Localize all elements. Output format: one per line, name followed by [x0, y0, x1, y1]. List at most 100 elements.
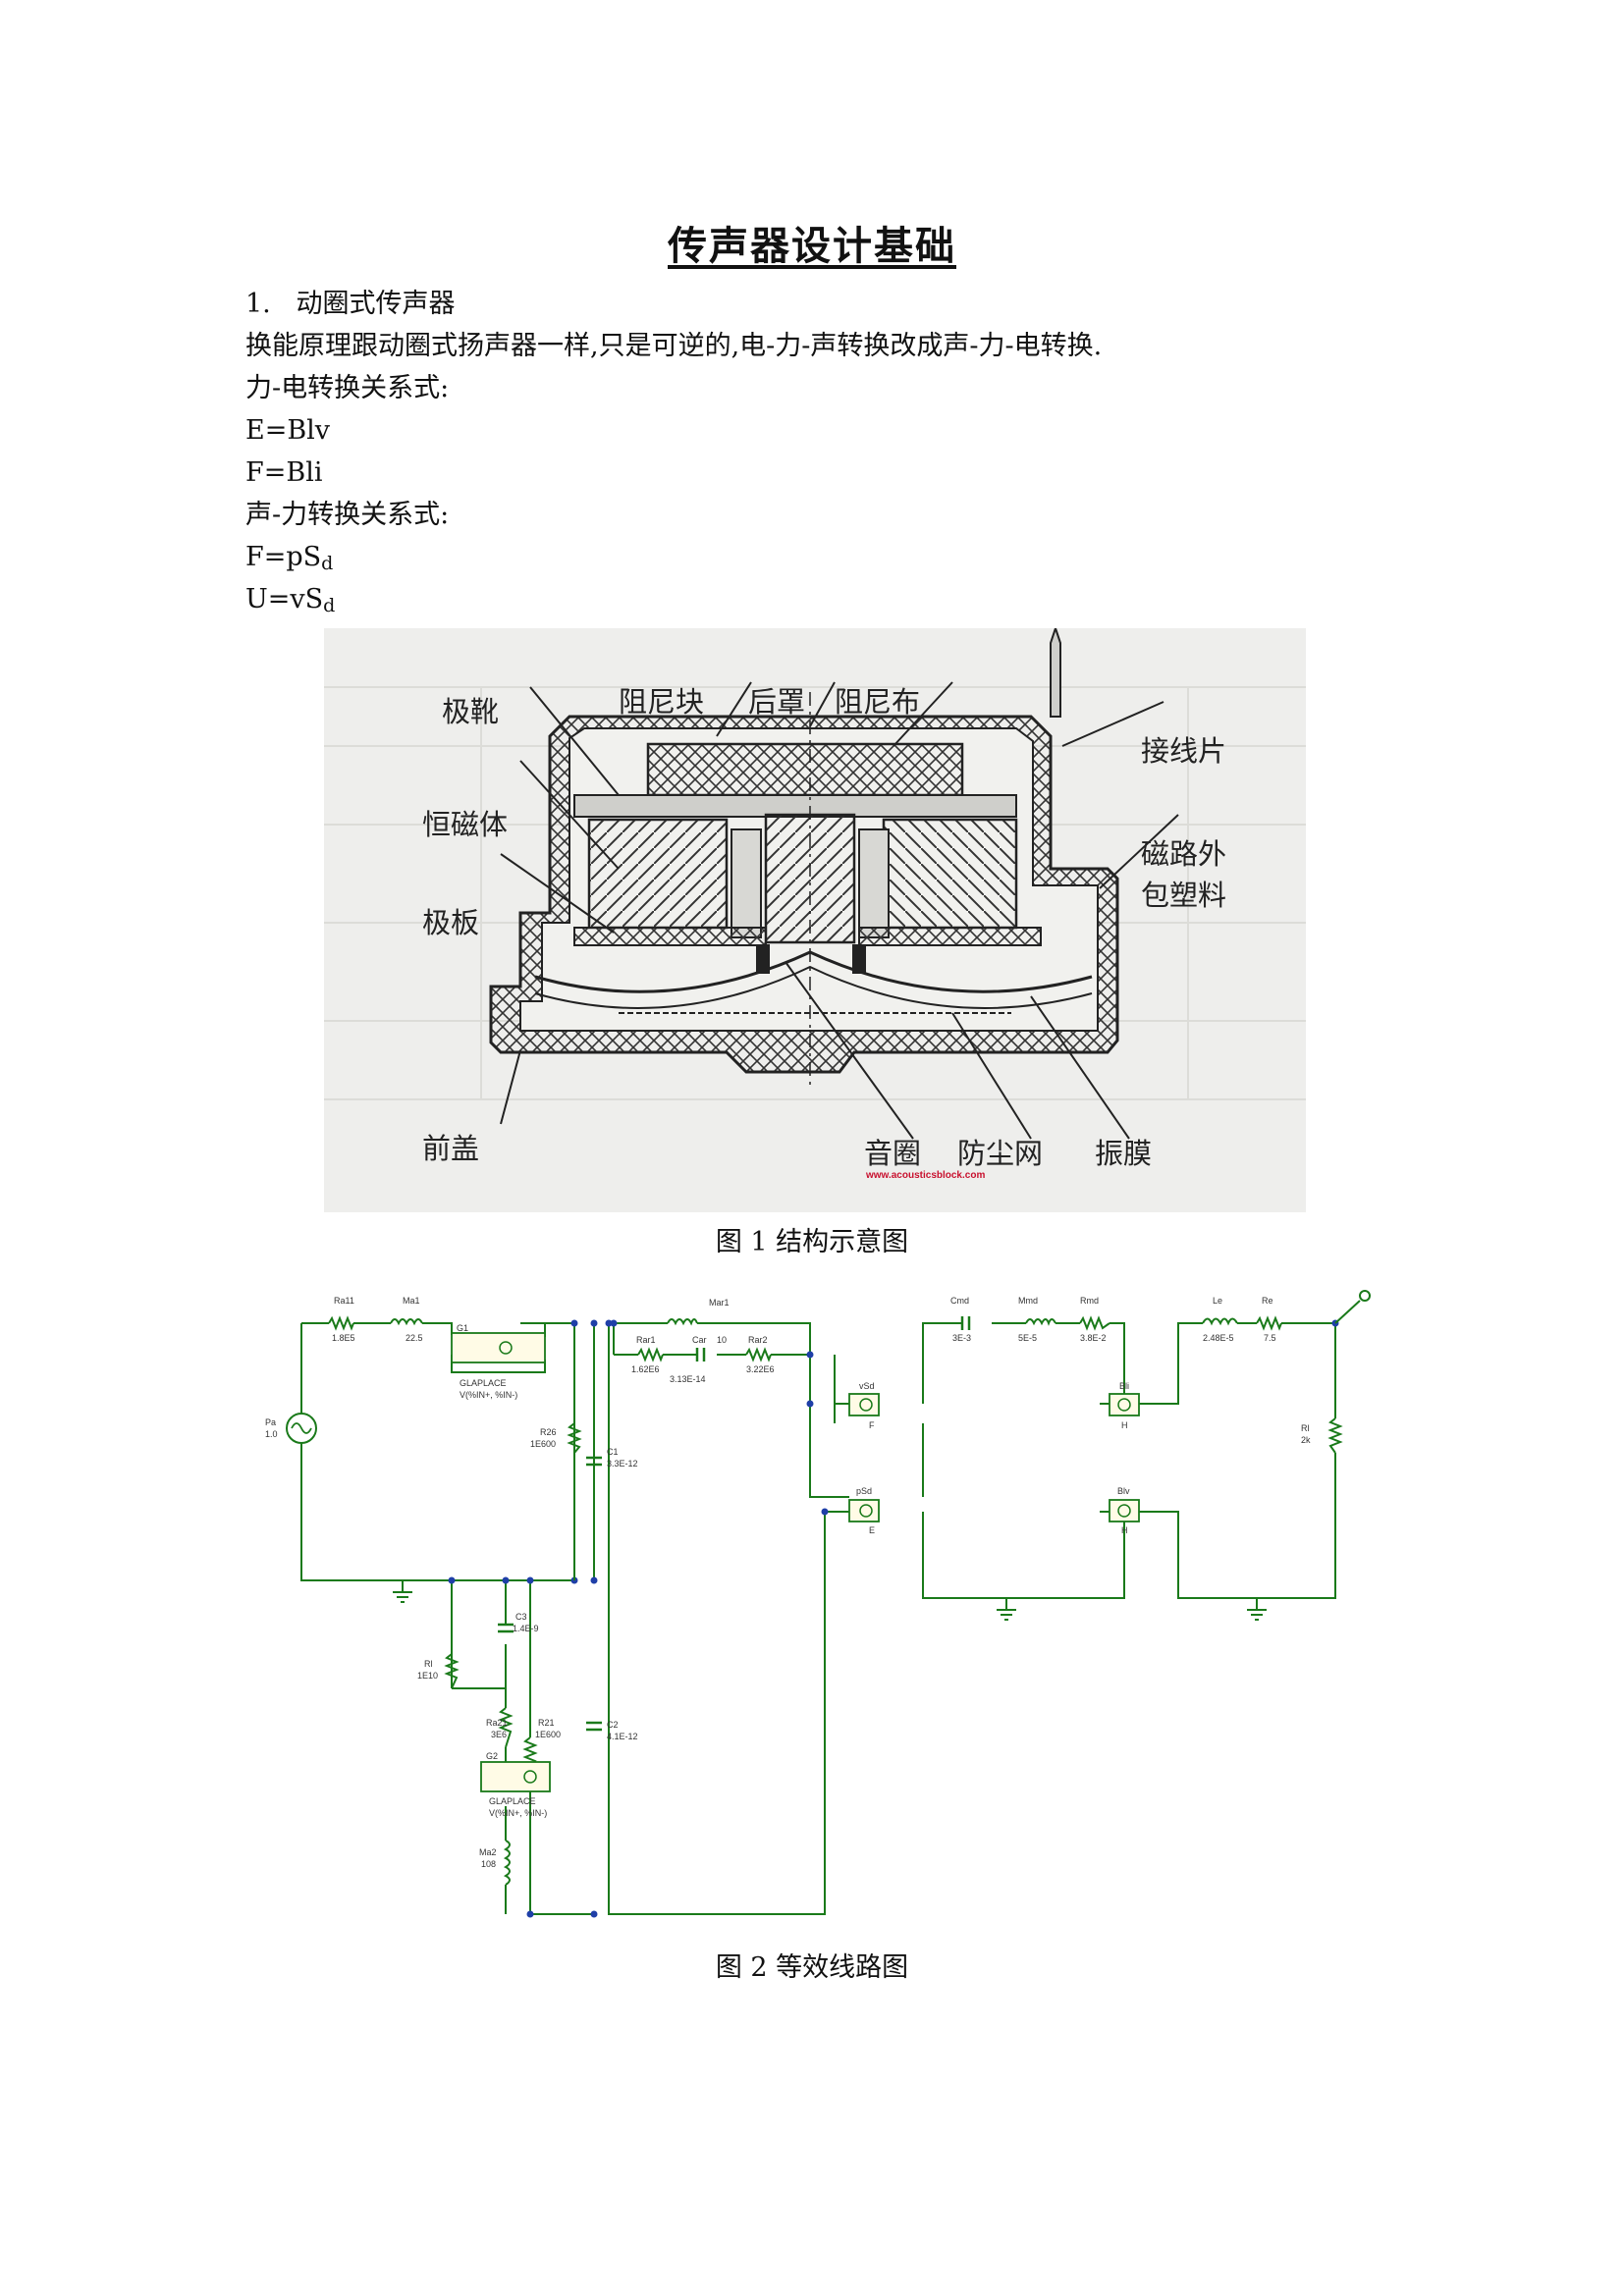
svg-text:Mmd: Mmd [1018, 1296, 1038, 1306]
svg-text:5E-5: 5E-5 [1018, 1333, 1037, 1343]
svg-text:Mar1: Mar1 [709, 1298, 730, 1308]
diaphragm [534, 950, 1093, 993]
body-text: 1. 动圈式传声器 换能原理跟动圈式扬声器一样,只是可逆的,电-力-声转换改成声… [245, 283, 1102, 620]
svg-text:1.62E6: 1.62E6 [631, 1364, 660, 1374]
label-magnetic-circuit-2: 包塑料 [1141, 879, 1226, 912]
svg-text:Le: Le [1213, 1296, 1222, 1306]
svg-text:Blv: Blv [1117, 1486, 1130, 1496]
figure2-equivalent-circuit: Ra11 1.8E5 Ma1 22.5 G1 GLAPLACE V(%IN+, … [265, 1290, 1371, 1918]
diaphragm-lower [534, 965, 1093, 1009]
voice-coil-right [852, 944, 866, 974]
svg-text:108: 108 [481, 1859, 496, 1869]
svg-text:R21: R21 [538, 1718, 555, 1728]
svg-text:Rl: Rl [424, 1659, 433, 1669]
svg-text:22.5: 22.5 [406, 1333, 423, 1343]
label-damping-block: 阻尼块 [619, 685, 704, 719]
svg-text:Ra11: Ra11 [334, 1296, 354, 1306]
circuit-inductors [390, 1317, 1238, 1886]
label-pole-plate: 极板 [422, 906, 479, 939]
svg-text:E: E [869, 1525, 875, 1535]
damping-block [646, 742, 964, 797]
label-permanent-magnet: 恒磁体 [422, 808, 508, 841]
svg-text:C2: C2 [607, 1720, 619, 1730]
formula-e-blv: E=Blv [245, 415, 331, 446]
svg-text:3E6: 3E6 [491, 1730, 507, 1739]
svg-text:Ma2: Ma2 [479, 1847, 497, 1857]
page-title: 传声器设计基础 [668, 223, 956, 269]
svg-text:1E600: 1E600 [530, 1439, 556, 1449]
formula-f-bli: F=Bli [245, 457, 323, 488]
formula-u-vsd: U=vSd [245, 584, 336, 616]
svg-text:Ra21: Ra21 [486, 1718, 508, 1728]
svg-text:pSd: pSd [856, 1486, 872, 1496]
paragraph-electric-heading: 力-电转换关系式: [245, 373, 450, 403]
svg-text:Rl: Rl [1301, 1423, 1310, 1433]
svg-text:1.0: 1.0 [265, 1429, 278, 1439]
label-magnetic-circuit-1: 磁路外 [1141, 837, 1226, 871]
svg-text:Bli: Bli [1119, 1381, 1129, 1391]
svg-text:Re: Re [1262, 1296, 1273, 1306]
svg-text:1.8E5: 1.8E5 [332, 1333, 355, 1343]
figure1-structure-diagram: 极靴 阻尼块 后罩 阻尼布 接线片 恒磁体 磁路外 包塑料 极板 前盖 音圈 防… [324, 628, 1306, 1212]
label-pole-shoe: 极靴 [442, 695, 499, 728]
svg-text:H: H [1121, 1420, 1128, 1430]
ground-symbols [393, 1580, 1267, 1621]
pole-plate-right [858, 828, 890, 938]
magnet-left [587, 818, 729, 930]
circuit-capacitors [498, 1316, 971, 1732]
circuit-wires [300, 1322, 1336, 1915]
source-pa [286, 1413, 317, 1444]
label-diaphragm: 振膜 [1095, 1137, 1152, 1170]
section-title: 动圈式传声器 [296, 289, 456, 319]
svg-text:R26: R26 [540, 1427, 557, 1437]
svg-text:C1: C1 [607, 1447, 619, 1457]
svg-text:G1: G1 [457, 1323, 468, 1333]
svg-text:Rmd: Rmd [1080, 1296, 1099, 1306]
figure1-caption: 图 1 结构示意图 [715, 1227, 909, 1257]
label-front-cover: 前盖 [422, 1132, 479, 1165]
svg-text:2.48E-5: 2.48E-5 [1203, 1333, 1234, 1343]
svg-text:Pa: Pa [265, 1417, 276, 1427]
svg-text:4.1E-12: 4.1E-12 [607, 1732, 638, 1741]
controlled-source-boxes [451, 1332, 1140, 1792]
svg-text:vSd: vSd [859, 1381, 875, 1391]
svg-text:Ma1: Ma1 [403, 1296, 420, 1306]
magnet-right [882, 818, 1018, 930]
circuit-resistors [328, 1315, 1343, 1768]
svg-text:V(%IN+, %IN-): V(%IN+, %IN-) [460, 1390, 517, 1400]
paragraph-acoustic-heading: 声-力转换关系式: [245, 500, 450, 530]
output-probe-icon [1334, 1290, 1371, 1324]
svg-text:GLAPLACE: GLAPLACE [489, 1796, 536, 1806]
svg-text:Cmd: Cmd [950, 1296, 969, 1306]
watermark: www.acousticsblock.com [865, 1170, 985, 1181]
controlled-source-symbols [499, 1341, 1131, 1784]
svg-text:Rar2: Rar2 [748, 1335, 768, 1345]
section-number: 1. [245, 289, 271, 319]
svg-text:V(%IN+, %IN-): V(%IN+, %IN-) [489, 1808, 547, 1818]
svg-text:Rar1: Rar1 [636, 1335, 656, 1345]
circuit-junctions [448, 1319, 1339, 1918]
section-heading: 1. 动圈式传声器 [245, 283, 1102, 325]
svg-text:10: 10 [717, 1335, 727, 1345]
svg-text:C3: C3 [515, 1612, 527, 1622]
label-terminal: 接线片 [1141, 734, 1226, 768]
svg-text:Car: Car [692, 1335, 707, 1345]
svg-text:3.3E-12: 3.3E-12 [607, 1459, 638, 1468]
top-plate [573, 794, 1017, 818]
svg-text:3.13E-14: 3.13E-14 [670, 1374, 706, 1384]
svg-text:3.8E-2: 3.8E-2 [1080, 1333, 1107, 1343]
pole-plate-left [731, 828, 762, 938]
svg-text:1.4E-9: 1.4E-9 [513, 1624, 539, 1633]
svg-text:1E600: 1E600 [535, 1730, 561, 1739]
svg-text:7.5: 7.5 [1264, 1333, 1276, 1343]
label-dust-screen: 防尘网 [957, 1137, 1043, 1170]
formula-f-psd: F=pSd [245, 542, 334, 574]
leader-lines [500, 681, 1179, 1140]
label-back-cover: 后罩 [748, 685, 805, 719]
figure2-caption: 图 2 等效线路图 [715, 1952, 909, 1983]
svg-text:2k: 2k [1301, 1435, 1311, 1445]
paragraph-principle: 换能原理跟动圈式扬声器一样,只是可逆的,电-力-声转换改成声-力-电转换. [245, 331, 1103, 361]
svg-text:3.22E6: 3.22E6 [746, 1364, 775, 1374]
lower-plate-right [858, 927, 1042, 946]
svg-text:GLAPLACE: GLAPLACE [460, 1378, 507, 1388]
